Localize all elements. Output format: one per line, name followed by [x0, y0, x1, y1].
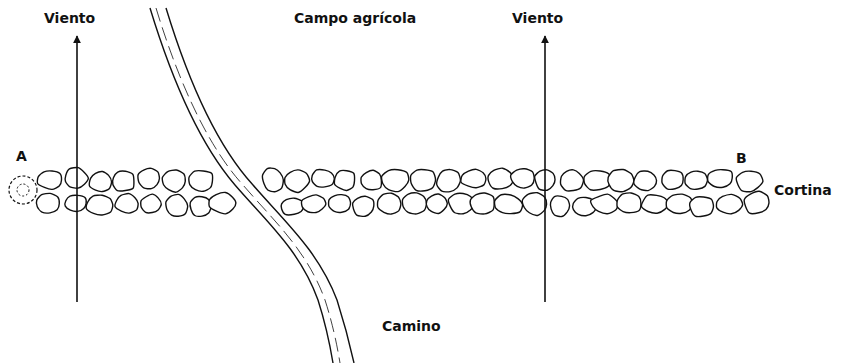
shrub [285, 170, 310, 193]
shrub [86, 195, 113, 215]
shrub [190, 197, 211, 217]
shrub [584, 171, 611, 190]
wind-label: Viento [510, 10, 565, 27]
shrub [470, 193, 494, 214]
tree [17, 184, 29, 196]
shrub [166, 194, 188, 216]
windbreak-label: Cortina [772, 182, 834, 199]
shrub [353, 196, 374, 216]
shrub [461, 169, 486, 187]
shrub [65, 195, 86, 211]
shrub [162, 170, 185, 192]
shrub [511, 169, 535, 188]
shrub [522, 193, 546, 216]
shrub [437, 170, 461, 192]
road [150, 8, 354, 363]
shrub [744, 191, 769, 213]
shrub [551, 196, 570, 217]
shrub [138, 168, 160, 188]
shrub [89, 171, 111, 191]
shrub [312, 170, 334, 187]
shrub [382, 170, 409, 192]
shrub [281, 198, 303, 215]
shrub [716, 194, 742, 213]
shrub-row [9, 168, 769, 217]
shrub [402, 193, 426, 214]
shrub [708, 170, 733, 188]
shrub [329, 195, 351, 213]
shrub [488, 168, 514, 189]
shrub [334, 171, 354, 191]
wind-arrow [77, 36, 78, 302]
wind-label: Viento [42, 10, 97, 27]
road-label: Camino [380, 318, 443, 335]
point-label: A [14, 148, 29, 165]
shrub [634, 171, 657, 191]
point-label: B [734, 150, 749, 167]
shrub [37, 193, 60, 213]
shrub [427, 194, 448, 214]
tree [9, 176, 37, 204]
shrub [495, 194, 523, 213]
field-label: Campo agrícola [292, 10, 418, 27]
shrub [690, 197, 714, 217]
shrub [141, 194, 162, 213]
shrub [560, 170, 583, 191]
shrub [617, 193, 641, 213]
shrub [685, 171, 708, 189]
shrub [189, 171, 213, 192]
shrub [361, 170, 381, 189]
shrub [736, 171, 763, 192]
shrub [662, 170, 683, 189]
shrub [608, 169, 634, 191]
shrub [262, 168, 283, 192]
wind-arrow [545, 36, 546, 302]
shrub [666, 194, 692, 213]
shrub [591, 194, 619, 214]
shrub [115, 194, 138, 214]
shrub [410, 170, 435, 191]
shrub [209, 192, 236, 213]
shrub [641, 195, 668, 213]
shrub [377, 193, 400, 214]
shrub [113, 171, 134, 191]
shrub [301, 195, 325, 213]
shrub [37, 171, 61, 189]
